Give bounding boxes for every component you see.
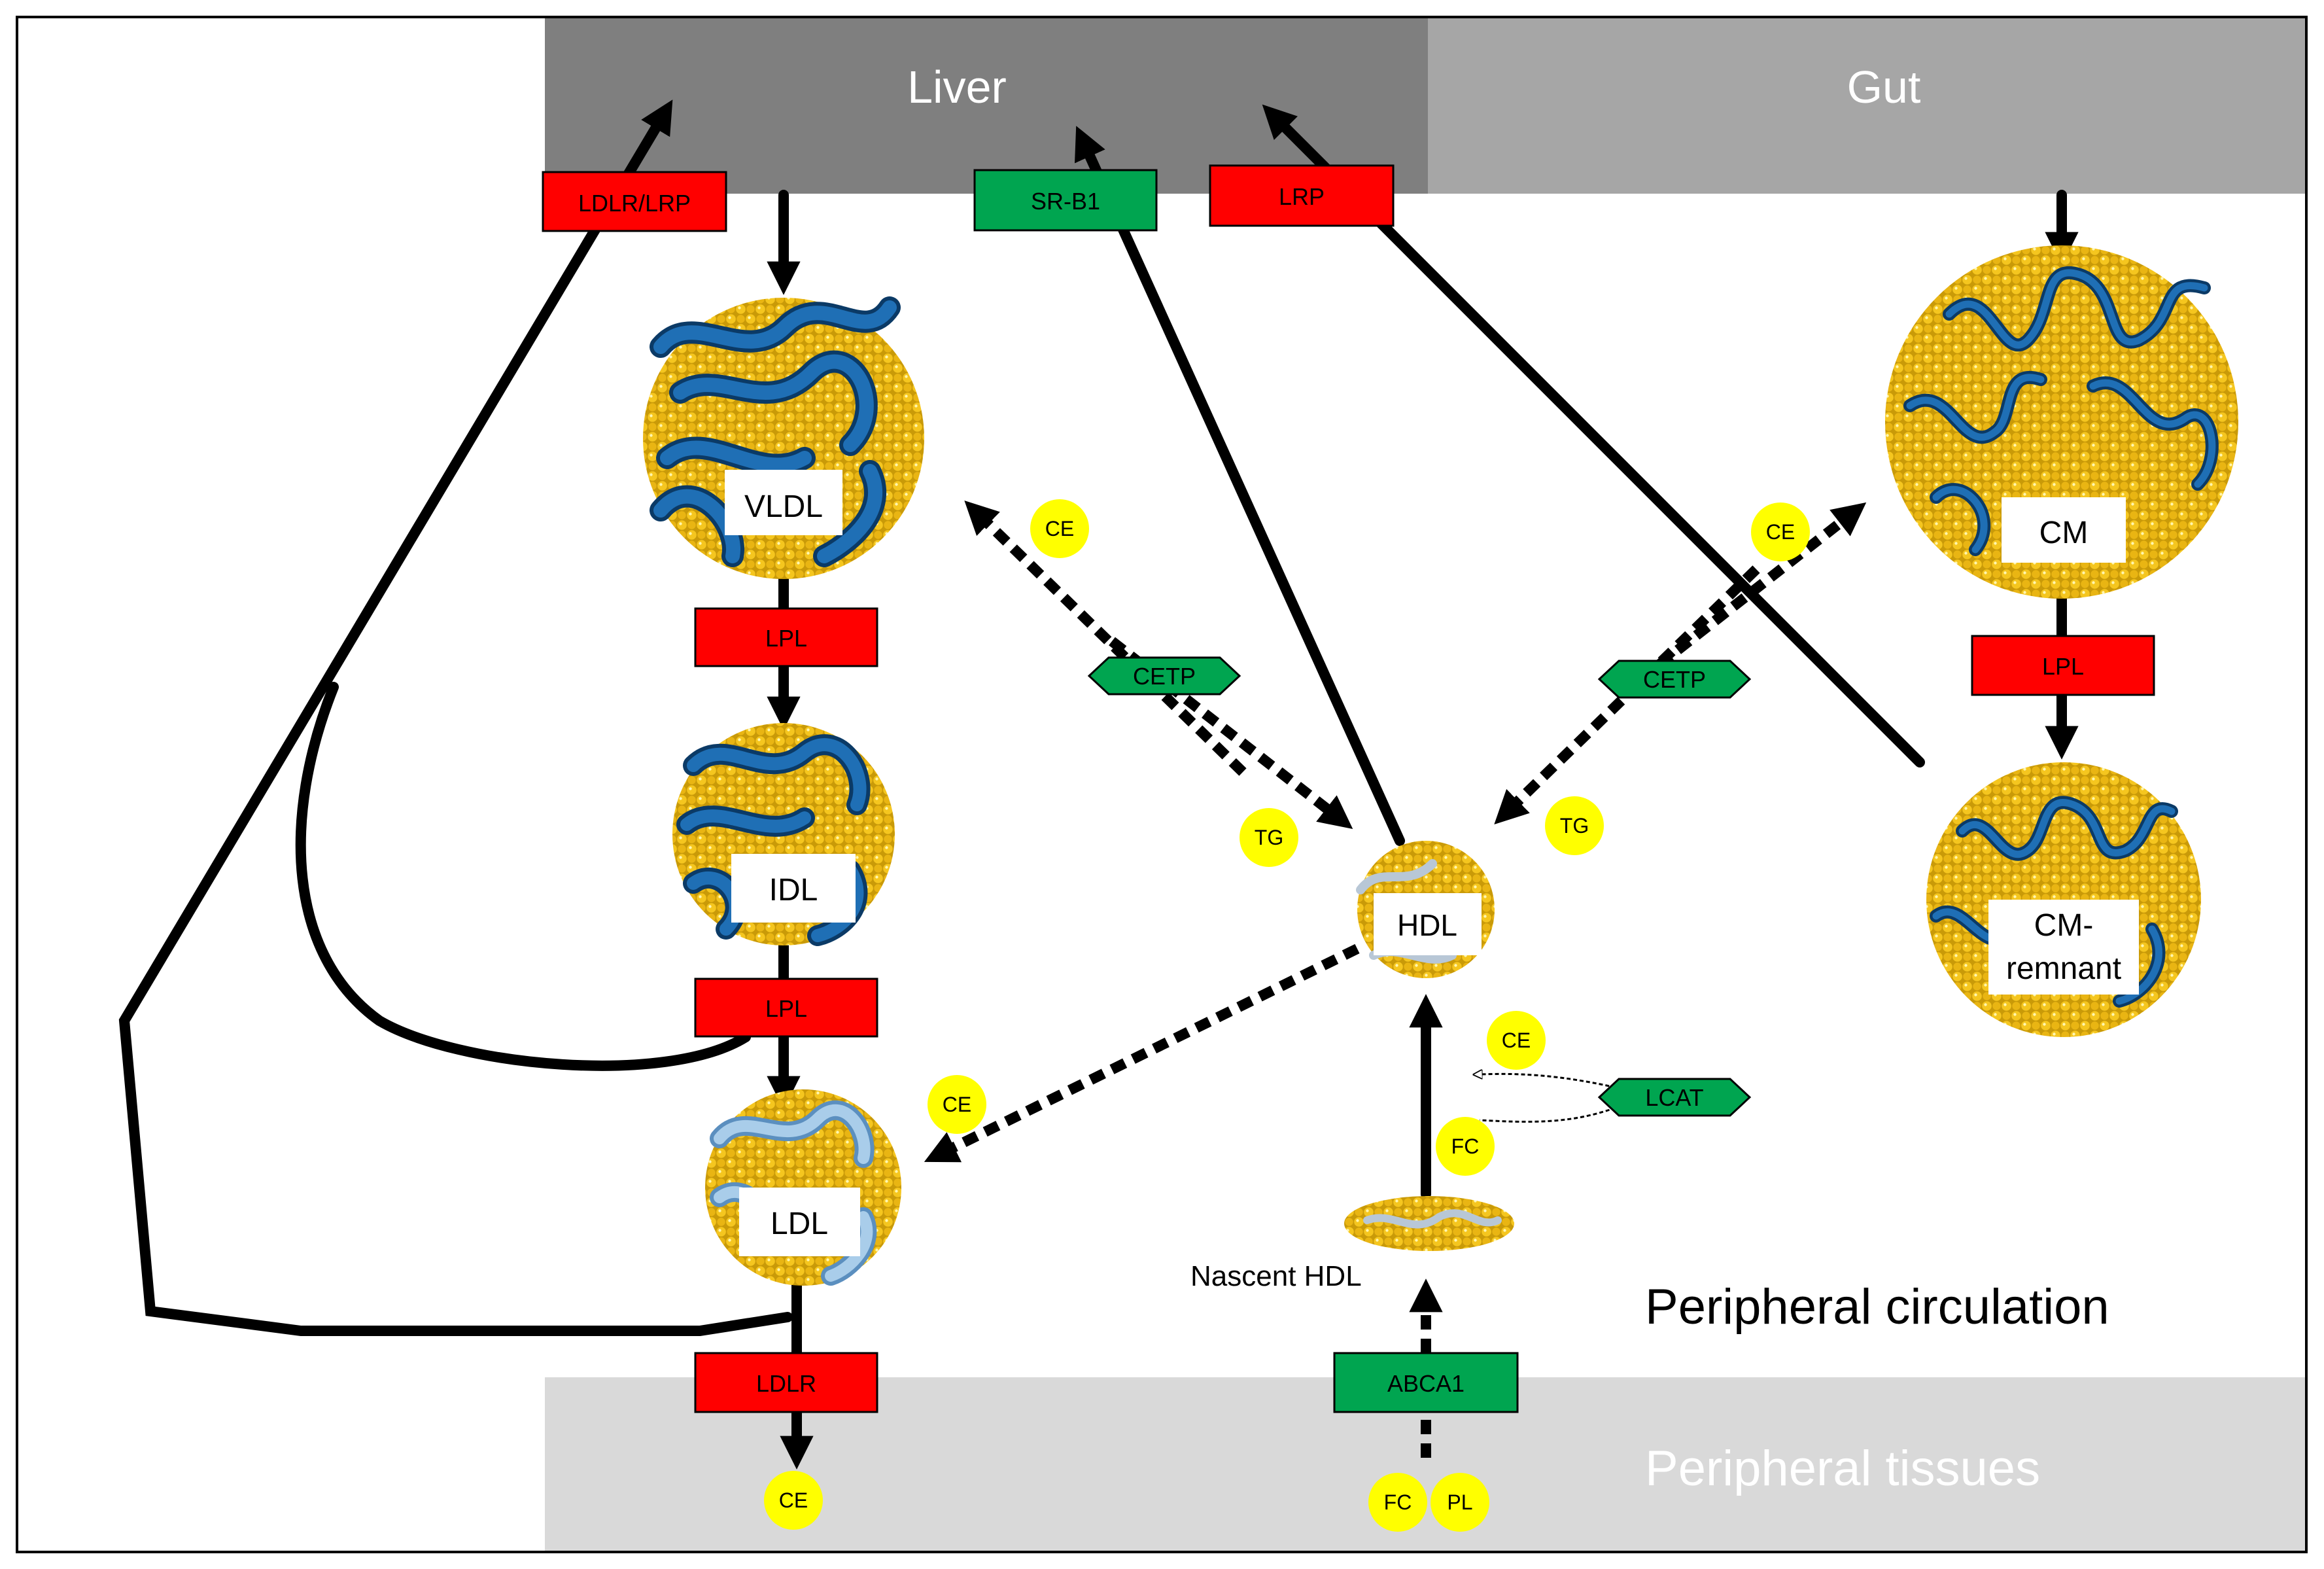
ce-ldl-label: CE (943, 1093, 971, 1116)
cetp-right-label: CETP (1643, 666, 1706, 693)
nascent-hdl-label: Nascent HDL (1190, 1260, 1362, 1292)
ce-ldl-circle (928, 1075, 986, 1134)
hdl-to-srb1-arrow (1075, 126, 1405, 846)
vldl-label-box (725, 470, 842, 535)
cetp-ce-to-vldl-arrow (964, 500, 1247, 776)
pl-tissue-label: PL (1447, 1490, 1472, 1514)
hexagon-enzymes (1087, 656, 1752, 1117)
cm-particle: CM (1885, 245, 2238, 599)
lpl-idl-box (694, 978, 878, 1038)
lcat-fc-line (1479, 1106, 1616, 1123)
ce-vldl-circle (1030, 499, 1089, 558)
ce-cm-circle (1751, 502, 1810, 561)
cm-label-box (2002, 497, 2126, 563)
cm-label: CM (2039, 516, 2089, 550)
lrp-label: LRP (1279, 183, 1325, 210)
lcat-arrows (1479, 1074, 1616, 1123)
cm-remnant-particle: CM- remnant (1926, 762, 2201, 1037)
vldl-particle: VLDL (643, 296, 924, 579)
ce-cm-label: CE (1766, 520, 1795, 544)
ldlr-box (694, 1352, 878, 1413)
vldl-label: VLDL (744, 489, 823, 524)
ldlr-lrp-label: LDLR/LRP (578, 190, 691, 217)
idl-particle: IDL (672, 723, 895, 946)
ce-tissue-circle (764, 1471, 823, 1530)
idl-return-to-liver-curve (295, 682, 751, 1071)
frame (16, 16, 2308, 1553)
ldl-particle: LDL (705, 1089, 901, 1286)
ce-lcat-circle (1487, 1011, 1546, 1070)
peripheral-circulation-label: Peripheral circulation (1645, 1279, 2109, 1335)
tg-right-label: TG (1560, 814, 1589, 837)
lpl-idl-label: LPL (765, 995, 807, 1022)
ce-vldl-label: CE (1045, 517, 1074, 540)
green-boxes (973, 169, 1519, 1413)
cm-remnant-label-line2: remnant (2006, 951, 2121, 986)
hdl-label-box (1374, 893, 1482, 955)
ce-lcat-label: CE (1502, 1029, 1531, 1052)
cm-remnant-label-box (1988, 900, 2139, 995)
nascent-hdl-particle (1344, 1196, 1514, 1251)
srb1-box (973, 169, 1158, 232)
hdl-label: HDL (1397, 908, 1457, 942)
molecule-circles (764, 499, 1810, 1532)
ldl-label: LDL (771, 1207, 828, 1241)
molecule-labels: CE CE TG TG CE FC CE CE FC PL (779, 517, 1795, 1514)
tg-left-circle (1240, 808, 1298, 867)
lpl-vldl-box (694, 607, 878, 667)
cetp-left-hexagon (1087, 656, 1241, 696)
fc-tissue-label: FC (1384, 1490, 1412, 1514)
gut-label: Gut (1847, 62, 1921, 113)
solid-pathways (118, 99, 2079, 1470)
gut-region (1428, 18, 2305, 194)
lrp-box (1209, 164, 1395, 227)
abca1-box (1333, 1352, 1519, 1413)
ldl-label-box (739, 1188, 860, 1256)
lcat-label: LCAT (1645, 1084, 1703, 1111)
fc-lcat-circle (1436, 1117, 1495, 1176)
lpl-cm-box (1971, 635, 2155, 696)
ldlr-lrp-box (542, 171, 727, 232)
pl-tissue-circle (1431, 1473, 1489, 1532)
tg-right-circle (1545, 796, 1604, 855)
ce-tissue-label: CE (779, 1489, 808, 1512)
hdl-particle: HDL (1356, 841, 1495, 978)
lcat-ce-arrow (1480, 1074, 1616, 1089)
hdl-ce-to-ldl-arrow (924, 943, 1360, 1163)
fc-lcat-label: FC (1451, 1135, 1480, 1158)
lpl-cm-label: LPL (2042, 653, 2084, 680)
cm-remnant-label-line1: CM- (2034, 908, 2094, 943)
lpl-vldl-label: LPL (765, 625, 807, 652)
cetp-left-label: CETP (1133, 663, 1196, 690)
red-boxes (542, 164, 2155, 1413)
ldl-return-to-liver-arrow (118, 99, 793, 1336)
abca1-label: ABCA1 (1387, 1370, 1465, 1397)
peripheral-tissues-label: Peripheral tissues (1645, 1441, 2040, 1496)
fc-tissue-circle (1368, 1473, 1427, 1532)
ldlr-label: LDLR (756, 1370, 816, 1397)
cetp-right-hexagon (1597, 660, 1752, 699)
idl-label-box (731, 854, 856, 923)
liver-label: Liver (907, 62, 1007, 113)
srb1-label: SR-B1 (1031, 188, 1100, 215)
tg-left-label: TG (1255, 826, 1283, 849)
lcat-hexagon (1597, 1078, 1752, 1117)
cm-remnant-to-lrp-arrow (1262, 104, 1925, 767)
idl-label: IDL (769, 873, 818, 908)
